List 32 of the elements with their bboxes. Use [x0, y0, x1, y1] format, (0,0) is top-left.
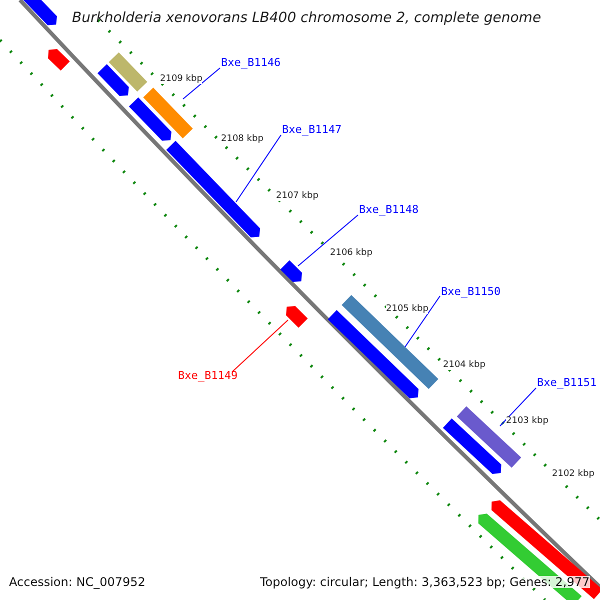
gene-label: Bxe_B1148 — [359, 204, 419, 215]
scale-label: 2108 kbp — [221, 135, 264, 144]
leader-line — [232, 320, 288, 372]
scale-label: 2109 kbp — [160, 75, 202, 84]
scale-label: 2107 kbp — [276, 192, 318, 201]
leader-line — [236, 134, 282, 202]
gene-feature — [342, 294, 438, 390]
scale-label: 2106 kbp — [330, 249, 372, 258]
leader-line — [404, 296, 440, 348]
gene-feature — [108, 52, 148, 92]
gene-feature — [97, 64, 129, 96]
gene-label: Bxe_B1151 — [537, 377, 597, 388]
accession-text: Accession: NC_007952 — [9, 576, 146, 588]
genome-info-text: Topology: circular; Length: 3,363,523 bp; Genes: 2,977 — [260, 576, 590, 588]
gene-label: Bxe_B1150 — [441, 286, 501, 297]
leader-line — [182, 68, 220, 100]
gene-feature — [48, 49, 70, 71]
gene-label: Bxe_B1146 — [221, 57, 281, 68]
scale-label: 2105 kbp — [386, 305, 428, 314]
leader-line — [500, 388, 536, 426]
gene-label: Bxe_B1149 — [178, 370, 238, 381]
scale-label: 2102 kbp — [552, 470, 594, 479]
scale-label: 2104 kbp — [443, 361, 486, 370]
gene-feature — [128, 97, 172, 141]
scale-label: 2103 kbp — [506, 417, 548, 426]
gene-label: Bxe_B1147 — [282, 124, 342, 135]
gene-feature — [286, 306, 308, 328]
gene-feature — [280, 260, 302, 282]
title: Burkholderia xenovorans LB400 chromosome 2, complete genome — [72, 11, 542, 25]
leader-line — [298, 214, 358, 266]
gene-feature — [143, 88, 193, 138]
gene-feature — [442, 418, 502, 474]
